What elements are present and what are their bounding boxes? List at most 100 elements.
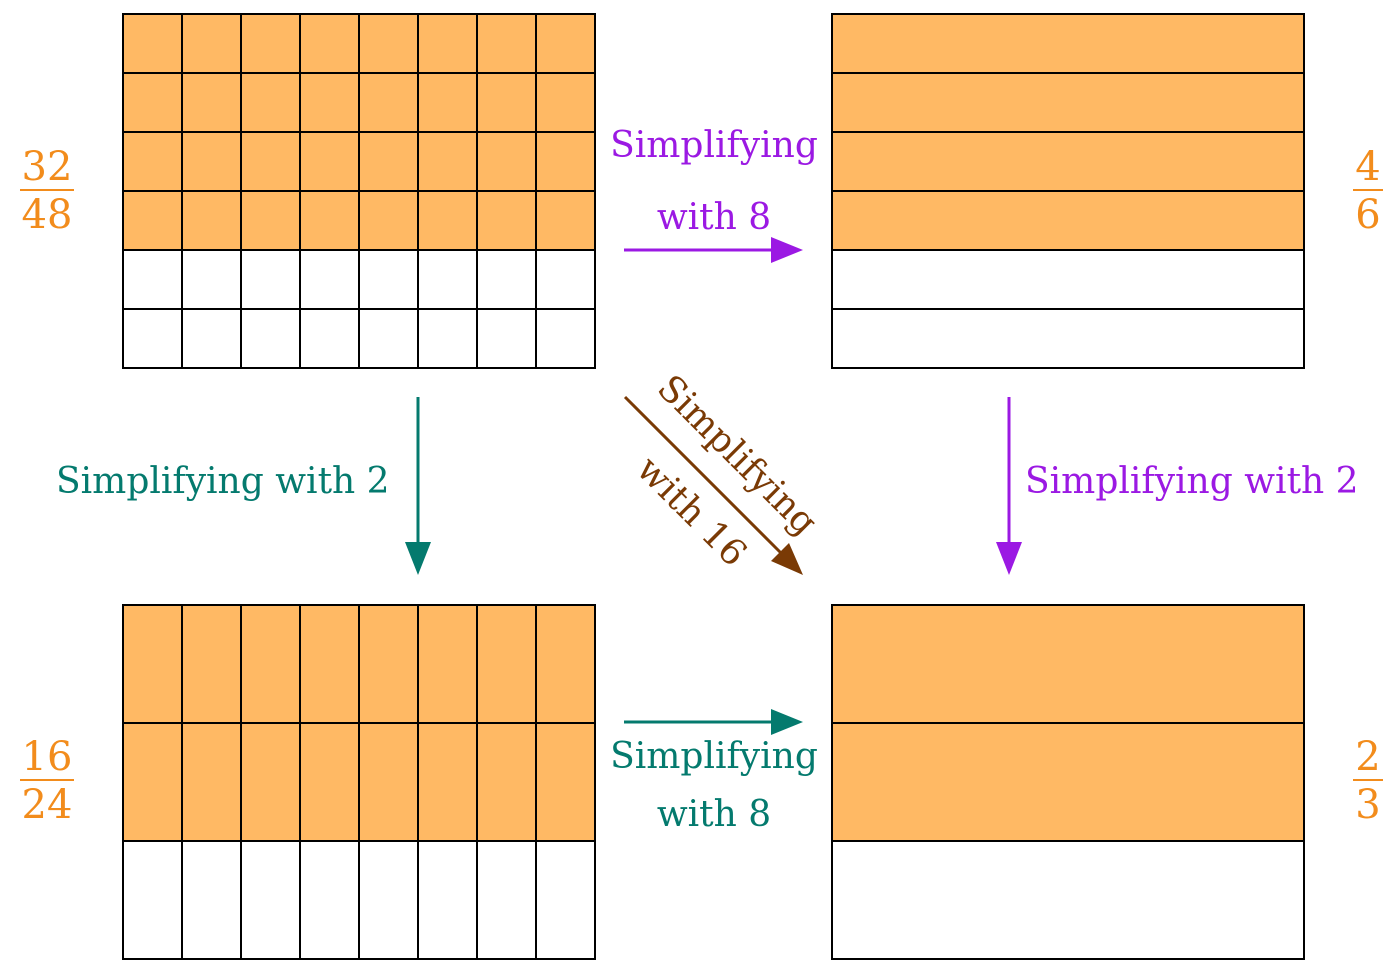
fraction-denominator: 48 [21, 192, 73, 238]
shaded-cell [240, 13, 301, 74]
empty-cell [831, 249, 1305, 310]
empty-cell [240, 840, 301, 960]
empty-cell [181, 840, 242, 960]
shaded-cell [476, 131, 537, 192]
bottom-arrow-label-line1: Simplifying [610, 736, 818, 777]
fraction-numerator: 16 [19, 734, 75, 781]
empty-cell [476, 308, 537, 369]
shaded-cell [476, 190, 537, 251]
shaded-cell [181, 131, 242, 192]
shaded-cell [122, 722, 183, 842]
fraction-2-3: 2 3 [1351, 737, 1385, 825]
fraction-denominator: 3 [1355, 782, 1381, 828]
shaded-cell [417, 190, 478, 251]
shaded-cell [535, 190, 596, 251]
shaded-cell [358, 131, 419, 192]
shaded-cell [417, 722, 478, 842]
empty-cell [122, 840, 183, 960]
fraction-32-48: 32 48 [19, 144, 75, 238]
bottom-arrow-label-line2: with 8 [656, 794, 772, 835]
empty-cell [535, 308, 596, 369]
shaded-cell [476, 722, 537, 842]
empty-cell [535, 249, 596, 310]
shaded-cell [417, 13, 478, 74]
shaded-cell [476, 604, 537, 724]
shaded-cell [535, 604, 596, 724]
shaded-cell [240, 131, 301, 192]
shaded-cell [831, 131, 1305, 192]
arrow-bottom-simplify-8 [624, 709, 803, 735]
grid-4-6 [831, 13, 1305, 369]
arrow-top-simplify-8 [624, 237, 803, 263]
shaded-cell [299, 190, 360, 251]
empty-cell [831, 308, 1305, 369]
shaded-cell [535, 13, 596, 74]
shaded-cell [240, 190, 301, 251]
empty-cell [181, 249, 242, 310]
fraction-16-24: 16 24 [19, 734, 75, 828]
empty-cell [417, 249, 478, 310]
top-arrow-label-line2: with 8 [656, 197, 772, 238]
empty-cell [122, 249, 183, 310]
empty-cell [240, 249, 301, 310]
empty-cell [358, 840, 419, 960]
shaded-cell [122, 13, 183, 74]
arrow-left-simplify-2 [405, 397, 431, 575]
empty-cell [181, 308, 242, 369]
empty-cell [240, 308, 301, 369]
shaded-cell [358, 604, 419, 724]
shaded-cell [181, 13, 242, 74]
shaded-cell [358, 190, 419, 251]
shaded-cell [181, 604, 242, 724]
fraction-4-6: 4 6 [1351, 147, 1385, 235]
empty-cell [358, 308, 419, 369]
shaded-cell [299, 604, 360, 724]
shaded-cell [831, 13, 1305, 74]
shaded-cell [181, 72, 242, 133]
fraction-numerator: 2 [1353, 734, 1383, 781]
shaded-cell [831, 72, 1305, 133]
shaded-cell [240, 604, 301, 724]
empty-cell [417, 308, 478, 369]
empty-cell [476, 249, 537, 310]
empty-cell [831, 840, 1305, 960]
fraction-denominator: 24 [21, 782, 73, 828]
shaded-cell [122, 190, 183, 251]
shaded-cell [358, 13, 419, 74]
empty-cell [299, 249, 360, 310]
fraction-numerator: 32 [19, 144, 75, 191]
shaded-cell [535, 72, 596, 133]
empty-cell [299, 840, 360, 960]
empty-cell [299, 308, 360, 369]
grid-32-48 [122, 13, 596, 369]
shaded-cell [122, 72, 183, 133]
shaded-cell [240, 72, 301, 133]
shaded-cell [299, 72, 360, 133]
empty-cell [417, 840, 478, 960]
arrow-diagonal-simplify-16 [623, 395, 803, 575]
shaded-cell [417, 131, 478, 192]
empty-cell [358, 249, 419, 310]
shaded-cell [535, 722, 596, 842]
grid-16-24 [122, 604, 596, 960]
shaded-cell [299, 722, 360, 842]
grid-2-3 [831, 604, 1305, 960]
empty-cell [122, 308, 183, 369]
shaded-cell [240, 722, 301, 842]
arrow-right-simplify-2 [996, 397, 1022, 575]
shaded-cell [181, 190, 242, 251]
left-arrow-label: Simplifying with 2 [56, 461, 390, 502]
shaded-cell [417, 604, 478, 724]
shaded-cell [831, 190, 1305, 251]
right-arrow-label: Simplifying with 2 [1025, 461, 1359, 502]
shaded-cell [122, 604, 183, 724]
shaded-cell [122, 131, 183, 192]
fraction-numerator: 4 [1353, 144, 1383, 191]
shaded-cell [535, 131, 596, 192]
shaded-cell [181, 722, 242, 842]
empty-cell [535, 840, 596, 960]
top-arrow-label-line1: Simplifying [610, 125, 818, 166]
shaded-cell [831, 722, 1305, 842]
empty-cell [476, 840, 537, 960]
